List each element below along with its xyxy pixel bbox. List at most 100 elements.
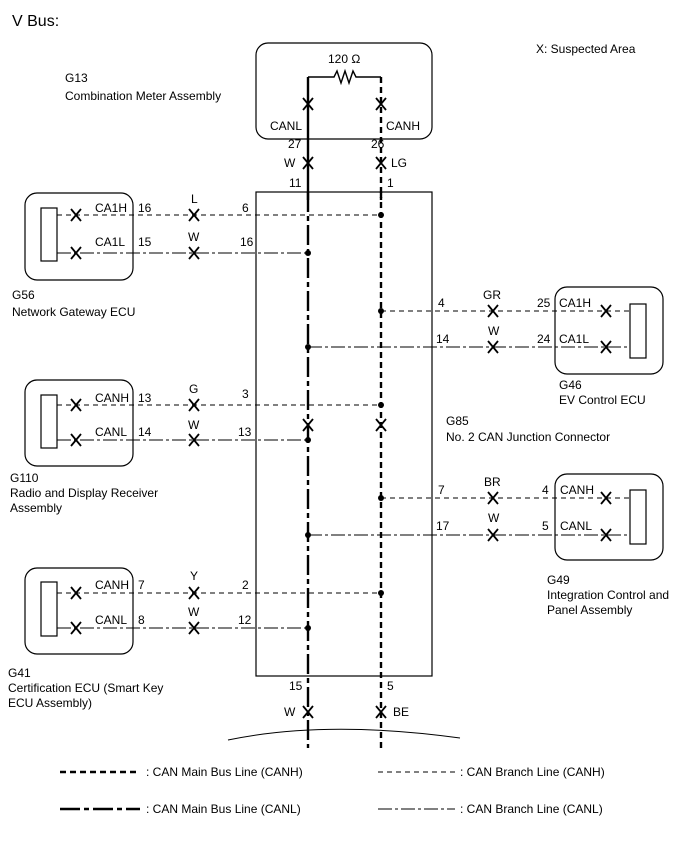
g56-l-junction-pin: 16 [240, 235, 254, 249]
g49-h-wire: BR [484, 475, 501, 489]
g110-h-wire: G [189, 382, 198, 396]
junction-connector-box [255, 191, 433, 677]
junction-bottom-right-pin: 5 [387, 679, 394, 693]
legend-branch-canh-label: : CAN Branch Line (CANH) [460, 765, 605, 779]
g41-name-line1: Certification ECU (Smart Key [8, 681, 163, 695]
g41-name-line2: ECU Assembly) [8, 696, 92, 710]
g110-l-wire: W [188, 418, 200, 432]
g49-l-pin: 5 [542, 519, 549, 533]
g110-name-line1: Radio and Display Receiver [10, 486, 158, 500]
splice-point [378, 402, 384, 408]
splice-point [378, 308, 384, 314]
g56-connector [40, 207, 58, 262]
junction-name: No. 2 CAN Junction Connector [446, 430, 610, 444]
junction-bottom-right-wire: BE [393, 705, 409, 719]
g46-l-label: CA1L [559, 332, 589, 346]
g56-h-pin: 16 [138, 201, 152, 215]
g110-h-junction-pin: 3 [242, 387, 249, 401]
g49-l-label: CANL [560, 519, 592, 533]
g46-connector [629, 303, 647, 359]
g46-h-junction-pin: 4 [438, 296, 445, 310]
splice-point [305, 344, 311, 350]
junction-top-left-pin: 11 [289, 176, 302, 190]
suspected-area-note: X: Suspected Area [536, 42, 636, 56]
resistor-label: 120 Ω [328, 52, 360, 66]
junction-code: G85 [446, 414, 469, 428]
g49-name-line2: Panel Assembly [547, 603, 632, 617]
g46-l-junction-pin: 14 [436, 332, 450, 346]
g110-connector [40, 394, 58, 449]
g49-l-junction-pin: 17 [436, 519, 450, 533]
g41-connector [40, 581, 58, 637]
g56-l-label: CA1L [95, 235, 125, 249]
legend-main-canl-label: : CAN Main Bus Line (CANL) [146, 802, 301, 816]
g46-ecu-box [554, 286, 664, 375]
g110-h-pin: 13 [138, 391, 152, 405]
suspected-point-marker [188, 398, 200, 412]
suspected-point-marker [70, 246, 82, 260]
splice-point [378, 495, 384, 501]
g41-l-pin: 8 [138, 613, 145, 627]
g110-l-pin: 14 [138, 425, 152, 439]
terminating-resistor [308, 68, 381, 86]
meter-canh-label: CANH [386, 119, 420, 133]
suspected-point-marker [188, 208, 200, 222]
g41-ecu-box [24, 567, 134, 655]
legend-main-canh-label: : CAN Main Bus Line (CANH) [146, 765, 303, 779]
g41-h-pin: 7 [138, 578, 145, 592]
meter-name: Combination Meter Assembly [65, 89, 221, 103]
g46-code: G46 [559, 378, 582, 392]
g46-l-wire: W [488, 324, 500, 338]
g49-h-junction-pin: 7 [438, 483, 445, 497]
splice-point [378, 212, 384, 218]
g46-name: EV Control ECU [559, 393, 646, 407]
g56-name: Network Gateway ECU [12, 305, 135, 319]
suspected-point-marker [70, 433, 82, 447]
g56-code: G56 [12, 288, 35, 302]
splice-point [305, 532, 311, 538]
junction-bottom-left-pin: 15 [289, 679, 303, 693]
legend-branch-canl-label: : CAN Branch Line (CANL) [460, 802, 603, 816]
splice-point [305, 437, 311, 443]
g110-l-label: CANL [95, 425, 127, 439]
g41-h-wire: Y [190, 569, 198, 583]
meter-code: G13 [65, 71, 88, 85]
g46-h-pin: 25 [537, 296, 551, 310]
suspected-point-marker [70, 621, 82, 635]
g41-l-junction-pin: 12 [238, 613, 252, 627]
g56-l-pin: 15 [138, 235, 152, 249]
meter-canl-label: CANL [270, 119, 302, 133]
g41-l-label: CANL [95, 613, 127, 627]
splice-point [378, 590, 384, 596]
continuation-break-line [227, 728, 461, 741]
splice-point [305, 625, 311, 631]
g110-l-junction-pin: 13 [238, 425, 252, 439]
g41-h-label: CANH [95, 578, 129, 592]
g56-h-label: CA1H [95, 201, 127, 215]
g41-h-junction-pin: 2 [242, 578, 249, 592]
g56-ecu-box [24, 192, 134, 281]
g110-h-label: CANH [95, 391, 129, 405]
g41-code: G41 [8, 666, 31, 680]
g110-code: G110 [10, 471, 39, 485]
g49-name-line1: Integration Control and [547, 588, 669, 602]
suspected-point-marker [302, 705, 314, 719]
g110-ecu-box [24, 379, 134, 467]
g46-l-pin: 24 [537, 332, 551, 346]
g49-ecu-box [554, 473, 664, 561]
g49-connector [629, 489, 647, 545]
meter-canl-pin: 27 [288, 137, 302, 151]
g46-h-label: CA1H [559, 296, 591, 310]
g56-h-wire: L [191, 192, 198, 206]
g56-l-wire: W [188, 230, 200, 244]
g49-h-label: CANH [560, 483, 594, 497]
g49-code: G49 [547, 573, 570, 587]
meter-canh-pin: 26 [371, 137, 385, 151]
combination-meter-box [255, 42, 433, 140]
suspected-point-marker [375, 418, 387, 432]
meter-canl-wire-color: W [284, 156, 296, 170]
junction-top-right-pin: 1 [387, 176, 394, 190]
splice-point [305, 250, 311, 256]
g46-h-wire: GR [483, 288, 501, 302]
